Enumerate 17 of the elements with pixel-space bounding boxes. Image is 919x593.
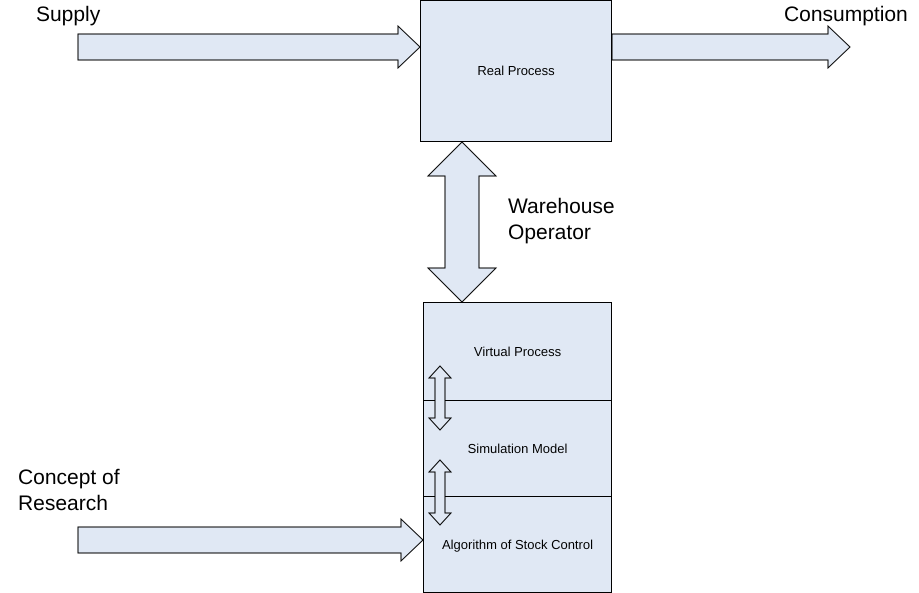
process-box — [423, 496, 612, 593]
block-arrow — [612, 24, 851, 70]
block-arrow — [78, 518, 424, 562]
process-box — [423, 400, 612, 497]
block-arrow — [78, 24, 421, 70]
text-label: Consumption — [784, 2, 908, 28]
box-title: Algorithm of Stock Control — [442, 536, 593, 552]
box-title: Real Process — [477, 63, 555, 79]
box-title: Virtual Process — [474, 344, 562, 360]
text-label: Supply — [36, 2, 100, 28]
block-arrow — [428, 459, 452, 526]
process-box — [423, 302, 612, 401]
block-arrow — [428, 365, 452, 431]
process-box — [420, 0, 612, 142]
block-arrow — [426, 141, 498, 303]
text-label: Concept of Research — [18, 465, 121, 517]
box-title: Simulation Model — [468, 440, 568, 456]
